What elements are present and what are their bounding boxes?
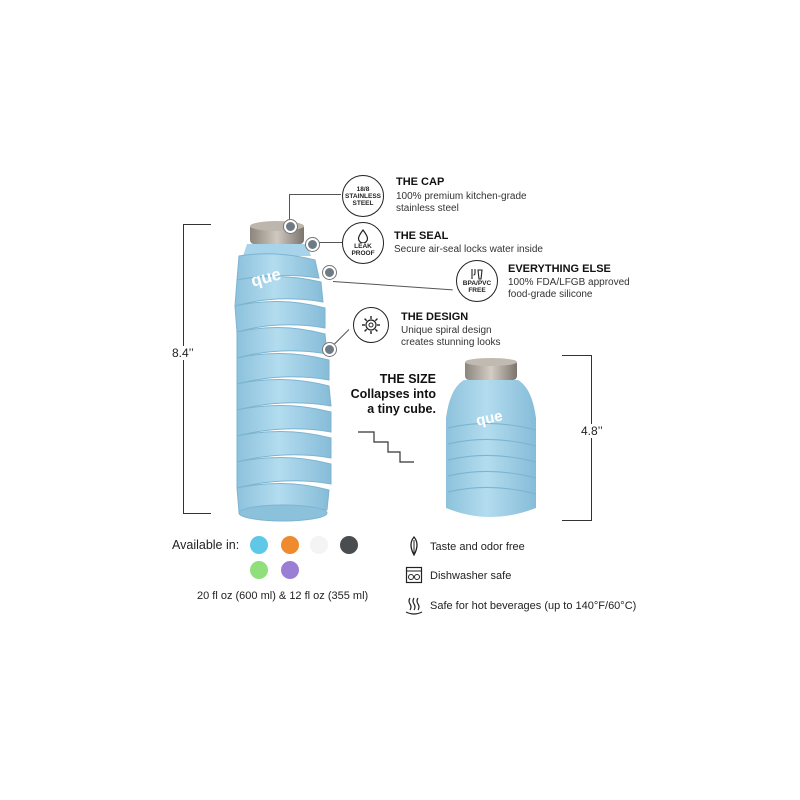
tall-dimension-top — [183, 224, 211, 225]
badge-text: STAINLESS — [345, 192, 381, 200]
bpa-free-badge: BPA/PVC FREE — [456, 260, 498, 302]
badge-text: BPA/PVC — [462, 280, 492, 287]
stairs-graphic — [358, 431, 414, 463]
dishwasher-icon — [405, 566, 423, 584]
available-label: Available in: — [172, 538, 240, 552]
badge-text: PROOF — [351, 250, 375, 257]
color-swatch-blue — [250, 536, 268, 554]
short-dimension-vertical — [591, 355, 592, 521]
feature-title: EVERYTHING ELSE — [508, 263, 611, 275]
spiral-design-badge — [353, 307, 389, 343]
feature-desc: Unique spiral design — [401, 325, 492, 336]
size-title: THE SIZE — [379, 372, 436, 386]
color-swatch-green — [250, 561, 268, 579]
color-swatch-purple — [281, 561, 299, 579]
benefit-text: Dishwasher safe — [430, 570, 512, 582]
size-callout: THE SIZE Collapses into a tiny cube. — [346, 372, 436, 417]
badge-text: 18/8 — [356, 185, 370, 193]
feature-everything-else: EVERYTHING ELSE 100% FDA/LFGB approved f… — [508, 263, 630, 301]
cap-callout-line — [289, 194, 341, 195]
feature-title: THE DESIGN — [401, 311, 469, 323]
badge-text: STEEL — [352, 199, 374, 207]
benefit-text: Taste and odor free — [430, 541, 525, 553]
feature-desc: food-grade silicone — [508, 289, 593, 300]
size-line2: a tiny cube. — [367, 402, 436, 416]
tall-dimension-bottom — [183, 513, 211, 514]
tall-bottle-image — [234, 221, 332, 522]
leaf-icon — [410, 536, 418, 556]
badge-text: FREE — [468, 287, 486, 294]
seal-callout-line — [312, 242, 342, 243]
short-dimension-top — [562, 355, 592, 356]
sizes-text: 20 fl oz (600 ml) & 12 fl oz (355 ml) — [197, 590, 369, 602]
everything-callout-dot — [323, 266, 336, 279]
cap-callout-dot — [284, 220, 297, 233]
feature-title: THE CAP — [396, 176, 445, 188]
feature-design: THE DESIGN Unique spiral design creates … — [401, 311, 501, 349]
feature-desc: Secure air-seal locks water inside — [394, 244, 543, 255]
gear-icon — [362, 316, 380, 334]
leak-proof-badge: LEAK PROOF — [342, 222, 384, 264]
badge-text: LEAK — [354, 243, 372, 250]
color-swatch-white — [310, 536, 328, 554]
benefit-text: Safe for hot beverages (up to 140°F/60°C… — [430, 600, 637, 612]
color-swatch-orange — [281, 536, 299, 554]
short-dimension-label: 4.8’’ — [579, 424, 605, 438]
feature-title: THE SEAL — [394, 230, 449, 242]
tall-dimension-label: 8.4’’ — [170, 346, 196, 360]
size-line1: Collapses into — [350, 387, 436, 401]
feature-desc: stainless steel — [396, 203, 459, 214]
short-dimension-bottom — [562, 520, 592, 521]
steam-icon — [405, 597, 423, 615]
tall-dimension-vertical — [183, 224, 184, 514]
color-swatch-charcoal — [340, 536, 358, 554]
short-bottle-image — [446, 358, 537, 517]
feature-cap: THE CAP 100% premium kitchen-grade stain… — [396, 176, 527, 215]
feature-desc: 100% premium kitchen-grade — [396, 191, 527, 202]
feature-desc: 100% FDA/LFGB approved — [508, 277, 630, 288]
seal-callout-dot — [306, 238, 319, 251]
cap-callout-drop — [289, 194, 290, 224]
cup-fork-icon — [471, 269, 483, 280]
feature-desc: creates stunning looks — [401, 337, 501, 348]
everything-callout-line — [332, 281, 453, 291]
stainless-steel-badge: 18/8 STAINLESS STEEL — [342, 175, 384, 217]
water-drop-icon — [357, 229, 369, 243]
design-callout-dot — [323, 343, 336, 356]
feature-seal: THE SEAL Secure air-seal locks water ins… — [394, 230, 543, 256]
